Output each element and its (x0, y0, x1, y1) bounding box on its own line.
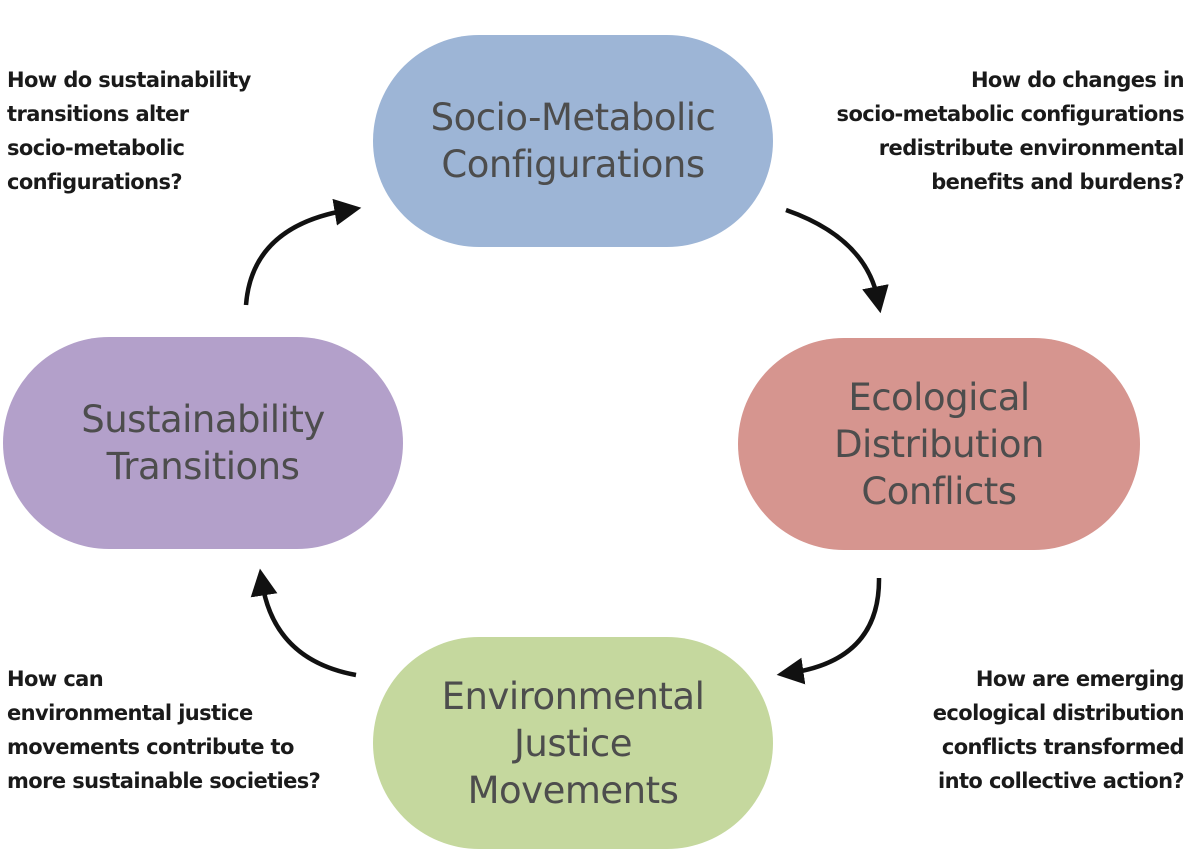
arrow-left-to-top (243, 198, 362, 306)
node-ecological-distribution-conflicts: Ecological Distribution Conflicts (738, 338, 1140, 550)
node-label-line: Conflicts (861, 469, 1017, 513)
arrow-top-to-right (785, 207, 889, 314)
arrow-right-to-bottom (776, 577, 882, 685)
question-line: How do changes in (970, 68, 1185, 92)
question-line: socio-metabolic (7, 136, 185, 160)
node-label-line: Distribution (834, 422, 1044, 466)
node-sustainability-transitions: Sustainability Transitions (3, 337, 403, 549)
node-label-line: Justice (513, 721, 633, 765)
question-bottom-right: How are emerging ecological distribution… (932, 662, 1185, 798)
question-line: more sustainable societies? (7, 769, 321, 793)
question-line: benefits and burdens? (931, 170, 1184, 194)
node-label-line: Sustainability (81, 398, 325, 441)
question-line: How can (7, 667, 104, 691)
question-line: transitions alter (7, 102, 189, 126)
question-line: environmental justice (7, 701, 253, 725)
node-environmental-justice-movements: Environmental Justice Movements (373, 637, 773, 849)
question-line: redistribute environmental (878, 136, 1185, 160)
node-label-line: Socio-Metabolic (430, 96, 716, 139)
node-label-line: Movements (467, 768, 679, 812)
node-label-line: Environmental (441, 674, 705, 718)
node-label-line: Ecological (848, 375, 1030, 419)
question-line: How do sustainability (7, 68, 251, 92)
node-socio-metabolic-configurations: Socio-Metabolic Configurations (373, 35, 773, 247)
question-top-right: How do changes in socio-metabolic config… (836, 63, 1185, 199)
node-label-line: Configurations (441, 143, 705, 186)
question-line: conflicts transformed (941, 735, 1185, 759)
node-label-line: Transitions (106, 445, 300, 488)
question-line: configurations? (7, 170, 183, 194)
question-top-left: How do sustainability transitions alter … (7, 63, 251, 199)
question-bottom-left: How can environmental justice movements … (7, 662, 321, 798)
question-line: movements contribute to (7, 735, 294, 759)
question-line: How are emerging (975, 667, 1185, 691)
question-line: into collective action? (938, 769, 1185, 793)
question-line: ecological distribution (932, 701, 1185, 725)
question-line: socio-metabolic configurations (836, 102, 1185, 126)
